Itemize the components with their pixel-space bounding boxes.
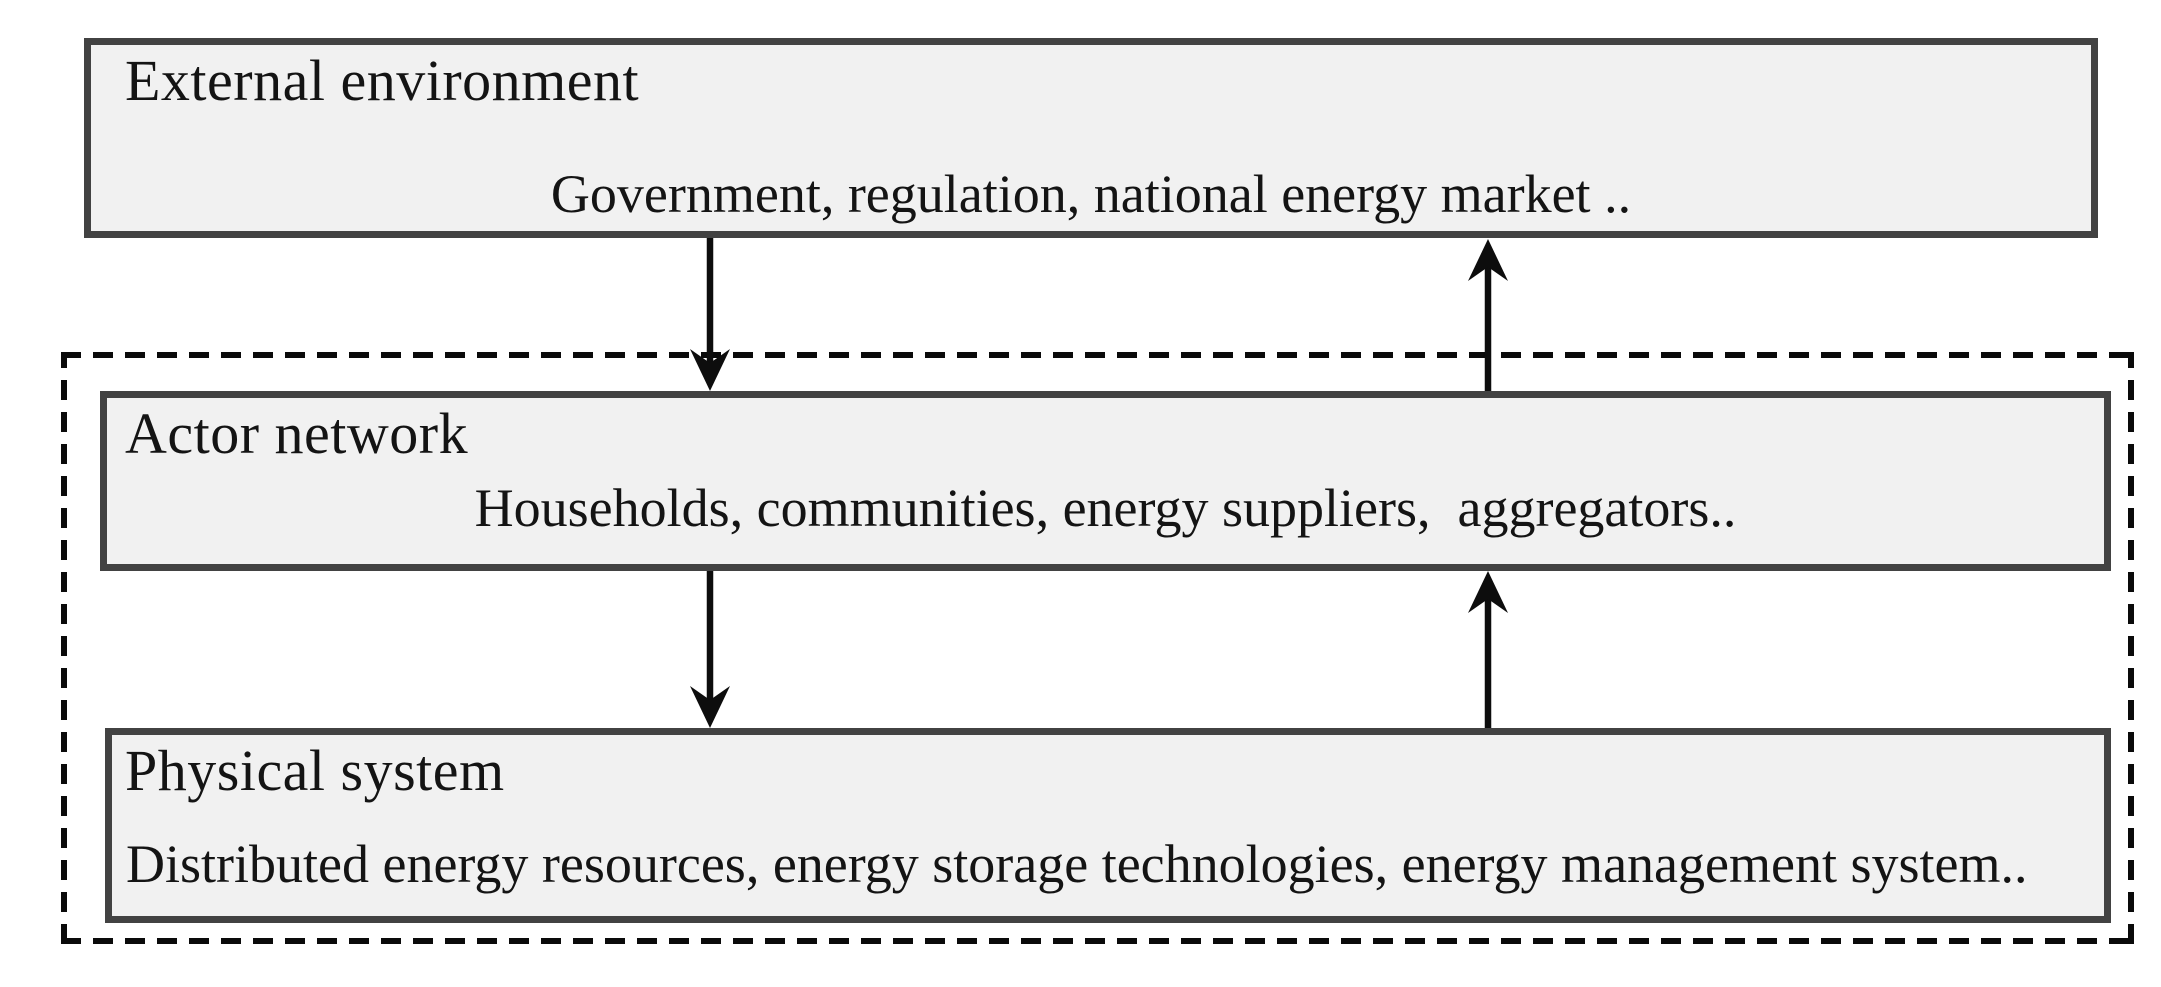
physical-system-subtitle: Distributed energy resources, energy sto…: [126, 833, 2028, 894]
node-external-environment: External environment Government, regulat…: [84, 38, 2098, 238]
actor-network-title: Actor network: [125, 401, 469, 466]
actor-network-subtitle: Households, communities, energy supplier…: [474, 477, 1737, 538]
external-environment-title: External environment: [125, 48, 640, 113]
node-physical-system: Physical system Distributed energy resou…: [105, 728, 2111, 923]
node-actor-network: Actor network Households, communities, e…: [100, 391, 2111, 571]
external-environment-subtitle: Government, regulation, national energy …: [550, 163, 1632, 224]
physical-system-title: Physical system: [125, 738, 505, 803]
